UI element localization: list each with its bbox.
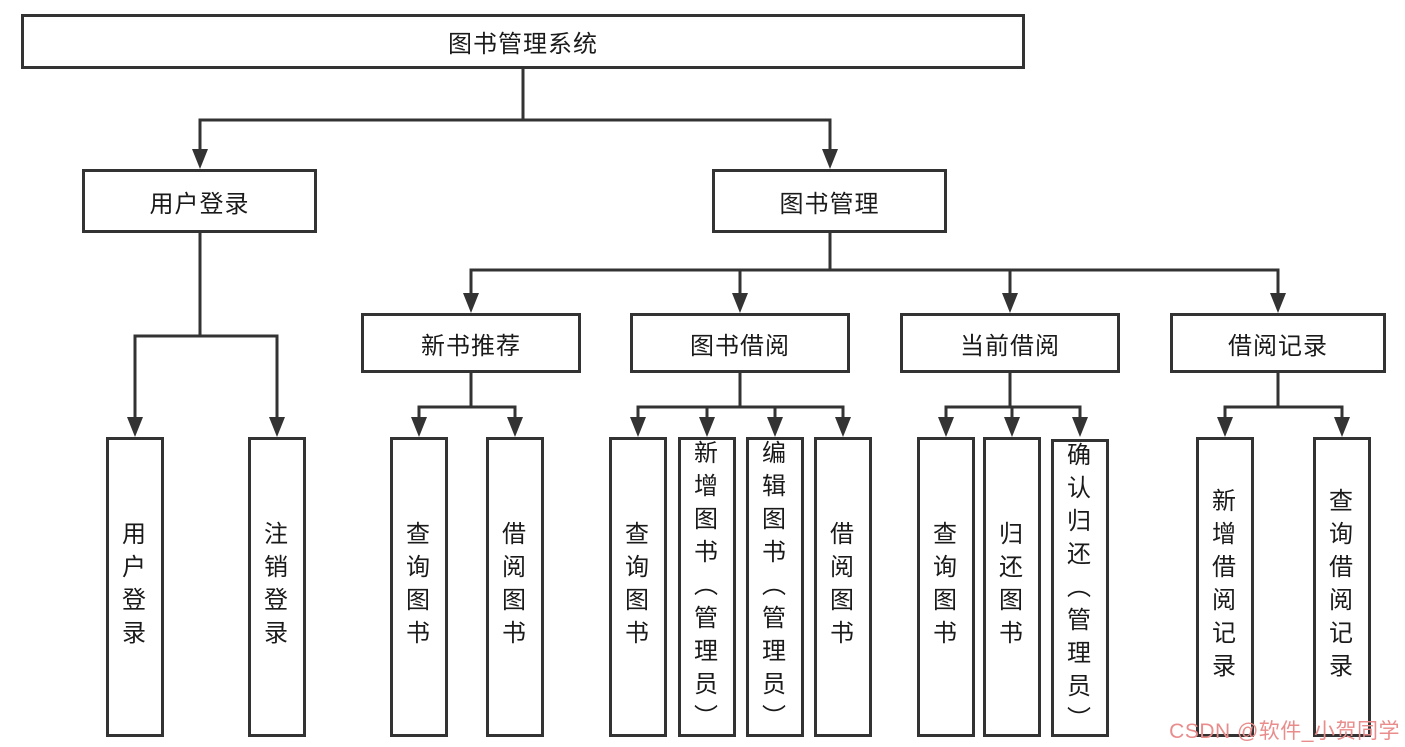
leaf-cb-return-books-label: 归还图书	[994, 521, 1022, 653]
leaf-nb-query-books-label: 查询图书	[401, 521, 429, 653]
node-user-login: 用户登录	[82, 169, 317, 233]
node-book-borrow: 图书借阅	[630, 313, 850, 373]
leaf-bb-edit-books-admin-label: 编辑图书（管理员）	[757, 440, 785, 737]
leaf-br-add-record-label: 新增借阅记录	[1207, 488, 1235, 686]
leaf-user-login: 用户登录	[106, 437, 164, 737]
node-library-system: 图书管理系统	[21, 14, 1025, 69]
leaf-cb-return-books: 归还图书	[983, 437, 1041, 737]
leaf-bb-add-books-admin-label: 新增图书（管理员）	[689, 440, 717, 737]
leaf-br-query-record: 查询借阅记录	[1313, 437, 1371, 737]
leaf-br-query-record-label: 查询借阅记录	[1324, 488, 1352, 686]
node-borrow-records: 借阅记录	[1170, 313, 1386, 373]
leaf-logout: 注销登录	[248, 437, 306, 737]
node-current-borrow: 当前借阅	[900, 313, 1120, 373]
leaf-cb-confirm-return-admin: 确认归还（管理员）	[1051, 439, 1109, 739]
leaf-nb-borrow-books-label: 借阅图书	[497, 521, 525, 653]
arrowheads	[127, 149, 1350, 437]
leaf-br-add-record: 新增借阅记录	[1196, 437, 1254, 737]
leaf-cb-confirm-return-admin-label: 确认归还（管理员）	[1062, 442, 1090, 739]
leaf-nb-query-books: 查询图书	[390, 437, 448, 737]
node-book-management: 图书管理	[712, 169, 947, 233]
leaf-bb-add-books-admin: 新增图书（管理员）	[678, 437, 736, 737]
leaf-bb-query-books: 查询图书	[609, 437, 667, 737]
leaf-logout-label: 注销登录	[259, 521, 287, 653]
watermark: CSDN @软件_小贺同学	[1169, 720, 1400, 743]
leaf-user-login-label: 用户登录	[117, 521, 145, 653]
leaf-cb-query-books-label: 查询图书	[928, 521, 956, 653]
leaf-cb-query-books: 查询图书	[917, 437, 975, 737]
leaf-bb-query-books-label: 查询图书	[620, 521, 648, 653]
node-new-book-recommend: 新书推荐	[361, 313, 581, 373]
leaf-nb-borrow-books: 借阅图书	[486, 437, 544, 737]
leaf-bb-borrow-books-label: 借阅图书	[825, 521, 853, 653]
leaf-bb-borrow-books: 借阅图书	[814, 437, 872, 737]
leaf-bb-edit-books-admin: 编辑图书（管理员）	[746, 437, 804, 737]
